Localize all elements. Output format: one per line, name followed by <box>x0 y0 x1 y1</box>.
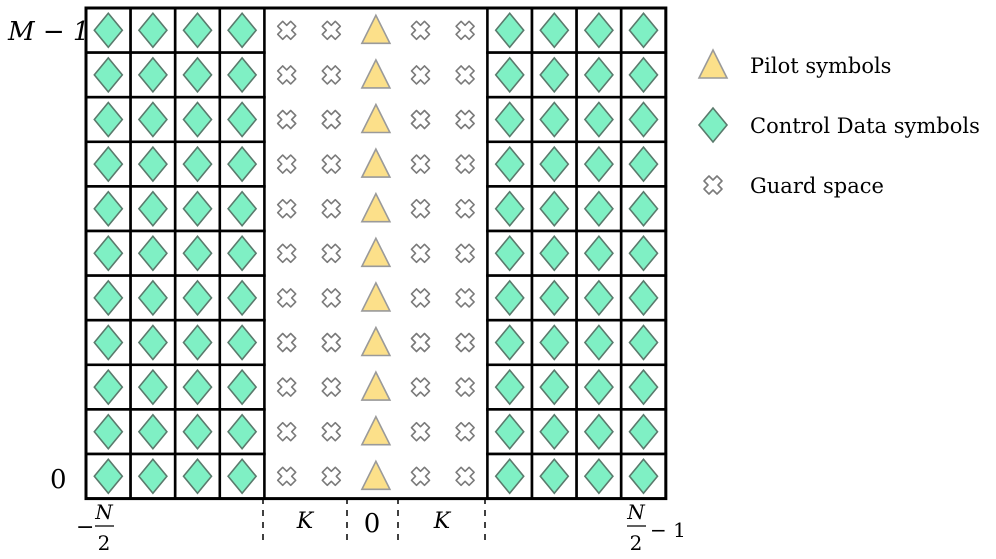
guard-cross-icon <box>321 466 342 487</box>
guard-cross-icon <box>321 243 342 264</box>
guard-cross-icon <box>455 198 475 219</box>
triangle-icon <box>361 14 391 45</box>
guard-cross-icon <box>410 65 431 85</box>
x-center-label: 0 <box>364 509 381 539</box>
triangle-icon <box>361 103 391 134</box>
triangle-icon <box>361 282 391 312</box>
guard-cross-icon <box>276 65 297 85</box>
guard-cross-icon <box>276 109 297 130</box>
x-left-prefix: − <box>76 515 94 540</box>
guard-cross-icon <box>410 377 431 397</box>
legend-guard-icon <box>703 175 723 195</box>
guard-cross-icon <box>276 288 297 308</box>
guard-cross-icon <box>410 466 431 487</box>
x-axis-left-label: − N 2 <box>76 500 114 555</box>
y-axis-bottom-label: 0 <box>50 465 67 495</box>
guard-cross-icon <box>410 20 431 41</box>
legend-guard-label: Guard space <box>750 174 884 198</box>
triangle-icon <box>361 148 391 178</box>
guard-cross-icon <box>455 421 475 442</box>
guard-cross-icon <box>455 20 475 41</box>
legend-pilot-label: Pilot symbols <box>750 54 891 78</box>
guard-cross-icon <box>321 154 342 174</box>
guard-cross-icon <box>455 377 475 397</box>
guard-cross-icon <box>321 65 342 85</box>
guard-cross-icon <box>321 20 342 41</box>
triangle-icon <box>361 415 391 446</box>
legend-item-guard: Guard space <box>703 174 884 198</box>
x-axis-right-label: N 2 − 1 <box>626 500 686 555</box>
x-axis-separators <box>262 498 486 545</box>
guard-cross-icon <box>455 154 475 174</box>
grid-frame <box>84 6 668 501</box>
guard-cross-icon <box>410 109 431 130</box>
guard-cross-icon <box>410 243 431 264</box>
legend-diamond-icon <box>698 107 728 143</box>
guard-cross-icon <box>410 288 431 308</box>
guard-cross-icon <box>410 198 431 219</box>
x-guard-right-label: K <box>433 509 452 534</box>
y-axis-top-label: M − 1 <box>7 17 89 47</box>
x-right-denominator: 2 <box>630 531 643 555</box>
guard-cross-icon <box>276 421 297 442</box>
guard-cross-icon <box>321 288 342 308</box>
legend: Pilot symbols Control Data symbols Guard… <box>698 49 980 198</box>
triangle-icon <box>361 326 391 357</box>
guard-cross-icon <box>276 20 297 41</box>
guard-cross-icon <box>321 109 342 130</box>
guard-cross-icon <box>455 65 475 85</box>
guard-cross-icon <box>321 421 342 442</box>
x-guard-left-label: K <box>296 509 315 534</box>
guard-cross-icon <box>276 243 297 264</box>
legend-item-pilot: Pilot symbols <box>698 49 891 79</box>
x-left-denominator: 2 <box>98 531 111 555</box>
guard-cross-icon <box>455 288 475 308</box>
triangle-icon <box>361 59 391 89</box>
x-right-suffix: − 1 <box>650 518 686 542</box>
triangle-icon <box>361 192 391 223</box>
guard-cross-icon <box>321 198 342 219</box>
x-right-numerator: N <box>626 500 646 524</box>
guard-cross-icon <box>455 466 475 487</box>
guard-cross-icon <box>410 154 431 174</box>
symbol-grid <box>84 6 668 501</box>
triangle-icon <box>361 460 391 491</box>
guard-cross-icon <box>455 109 475 130</box>
guard-cross-icon <box>321 332 342 353</box>
guard-cross-icon <box>455 243 475 264</box>
guard-cross-icon <box>276 466 297 487</box>
triangle-icon <box>361 237 391 268</box>
guard-cross-icon <box>276 154 297 174</box>
guard-cross-icon <box>410 421 431 442</box>
guard-cross-icon <box>276 198 297 219</box>
triangle-icon <box>361 371 391 401</box>
guard-cross-icon <box>276 332 297 353</box>
guard-cross-icon <box>455 332 475 353</box>
legend-data-label: Control Data symbols <box>750 114 980 138</box>
x-left-numerator: N <box>94 500 114 524</box>
guard-cross-icon <box>321 377 342 397</box>
legend-item-data: Control Data symbols <box>698 107 980 143</box>
guard-cross-icon <box>276 377 297 397</box>
legend-triangle-icon <box>698 49 728 79</box>
guard-cross-icon <box>410 332 431 353</box>
